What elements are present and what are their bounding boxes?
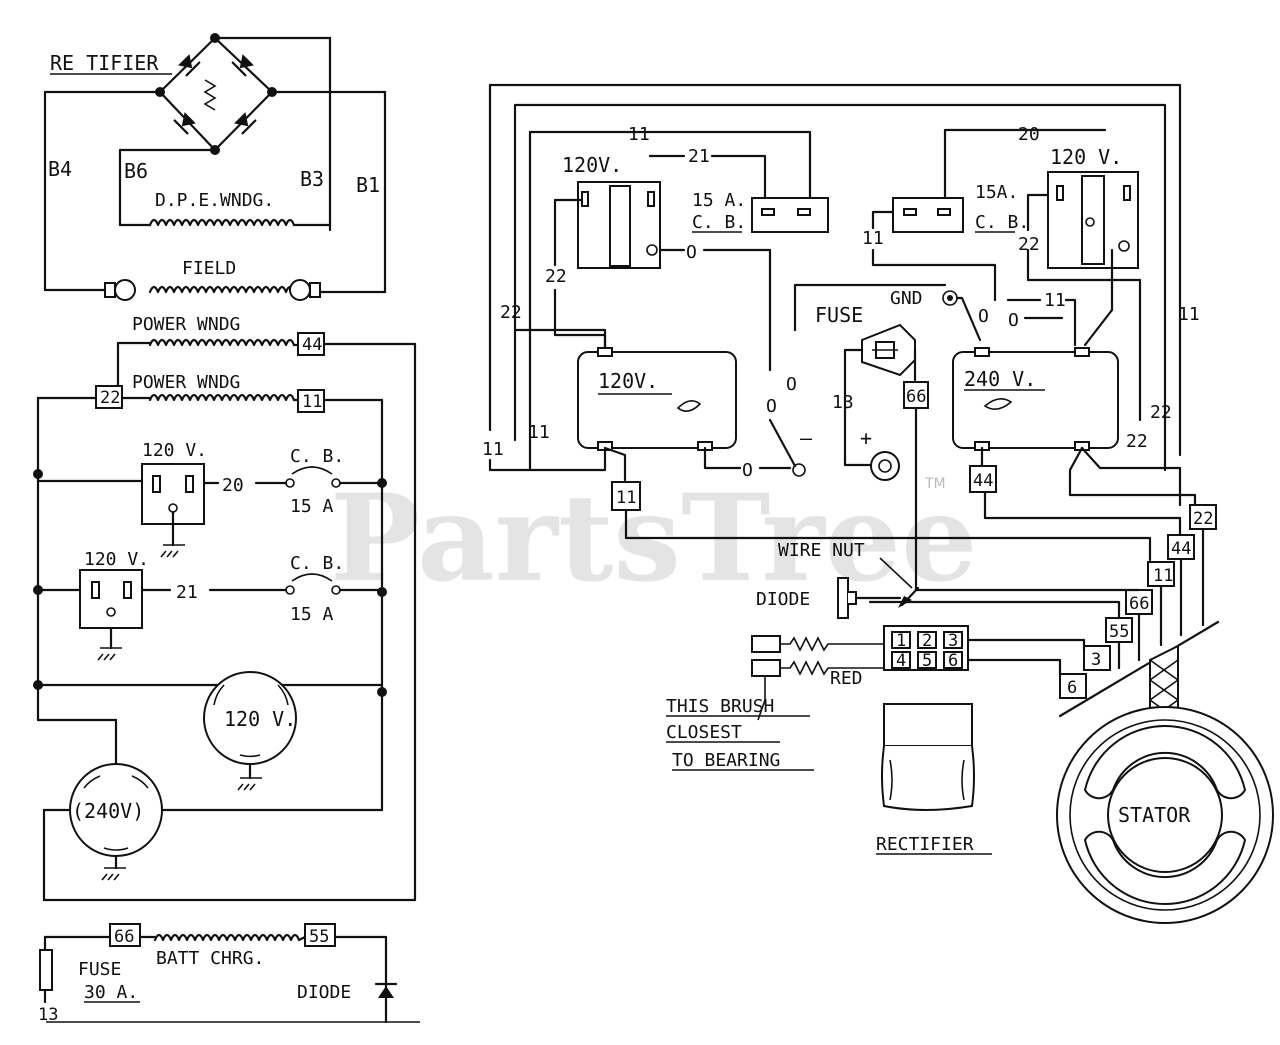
term-5: 5	[922, 651, 932, 671]
wire-11-far-right: 11	[1178, 304, 1200, 325]
dpe-winding-label: D.P.E.WNDG.	[155, 190, 274, 211]
right-cb-rating: 15A.	[975, 182, 1018, 203]
terminal-66: 66	[114, 927, 134, 947]
wire-20: 20	[1018, 124, 1040, 145]
wire-11-a: 11	[482, 439, 504, 460]
cb2-label: C. B.	[290, 553, 344, 574]
fuse-rating: 30 A.	[84, 982, 138, 1003]
b3-label: B3	[300, 167, 324, 191]
right-wiring: 11 21 20 120V. O 22 15 A. C. B. 15A. C. …	[482, 83, 1274, 924]
right-cb-label: C. B.	[975, 212, 1029, 233]
wire-22-left-rcpt: 22	[545, 266, 567, 287]
terminal-22: 22	[100, 388, 120, 408]
gnd-label: GND	[890, 288, 923, 309]
term-1: 1	[896, 631, 906, 651]
twistlock-240-label: (240V)	[72, 799, 144, 823]
lead-tag-44: 44	[1171, 539, 1191, 559]
lead-tag-66: 66	[1129, 594, 1149, 614]
wire-13: 13	[832, 392, 854, 413]
wire-o-5: O	[766, 396, 777, 417]
rectifier-part-label: RECTIFIER	[876, 834, 974, 855]
power-winding-top-label: POWER WNDG	[132, 314, 240, 335]
wire-11-top: 11	[628, 124, 650, 145]
wire-o-1: O	[686, 242, 697, 263]
lead-tag-3: 3	[1091, 650, 1101, 670]
left-cb-label: C. B.	[692, 212, 746, 233]
wire-o-4: O	[786, 374, 797, 395]
wire-22-right-rcpt: 22	[1018, 234, 1040, 255]
lead-tag-6: 6	[1067, 678, 1077, 698]
term-3: 3	[948, 631, 958, 651]
term-6: 6	[948, 651, 958, 671]
brush-note-line3: TO BEARING	[672, 750, 780, 771]
left-schematic: RE TIFIER B4 B6 B3 B1 D.P.E.WNDG. FIELD …	[33, 33, 420, 1025]
cb2-rating: 15 A	[290, 604, 334, 625]
wire-o-2: O	[978, 306, 989, 327]
fuse-tag-66: 66	[906, 387, 926, 407]
field-label: FIELD	[182, 258, 236, 279]
term-2: 2	[922, 631, 932, 651]
wire-o-3: O	[1008, 310, 1019, 331]
wire-11-gnd: 11	[1044, 290, 1066, 311]
panel-tag-44: 44	[973, 471, 993, 491]
wire-22-inner: 22	[500, 302, 522, 323]
receptacle-2-wire: 21	[176, 582, 198, 603]
fuse-label: FUSE	[78, 959, 121, 980]
left-receptacle-label: 120V.	[562, 153, 622, 177]
panel-240v-label: 240 V.	[964, 367, 1036, 391]
stator-label: STATOR	[1118, 803, 1191, 827]
diode-label: DIODE	[297, 982, 351, 1003]
cb1-label: C. B.	[290, 446, 344, 467]
minus-terminal: –	[800, 426, 813, 450]
wire-22-r2: 22	[1126, 431, 1148, 452]
receptacle-2-label: 120 V.	[84, 549, 149, 570]
wire-nut-label: WIRE NUT	[778, 540, 865, 561]
twistlock-120-label: 120 V.	[224, 707, 296, 731]
right-receptacle-label: 120 V.	[1050, 145, 1122, 169]
lead-tag-55: 55	[1109, 622, 1129, 642]
wire-21: 21	[688, 146, 710, 167]
lead-tag-11: 11	[1153, 566, 1173, 586]
fuse-wire-13: 13	[38, 1005, 58, 1025]
wire-11-b: 11	[528, 422, 550, 443]
brush-note-line2: CLOSEST	[666, 722, 742, 743]
rectifier-label: RE TIFIER	[50, 51, 159, 75]
diode-label-right: DIODE	[756, 589, 810, 610]
terminal-44: 44	[302, 335, 322, 355]
left-cb-rating: 15 A.	[692, 190, 746, 211]
b4-label: B4	[48, 157, 72, 181]
wire-11-right-bridge: 11	[862, 228, 884, 249]
battery-charger-label: BATT CHRG.	[156, 948, 264, 969]
panel-120v-label: 120V.	[598, 369, 658, 393]
term-4: 4	[896, 651, 906, 671]
lead-tag-22: 22	[1193, 509, 1213, 529]
brush-note-line1: THIS BRUSH	[666, 696, 774, 717]
terminal-11: 11	[302, 392, 322, 412]
wire-22-r1: 22	[1150, 402, 1172, 423]
b6-label: B6	[124, 159, 148, 183]
b1-label: B1	[356, 173, 380, 197]
power-winding-bottom-label: POWER WNDG	[132, 372, 240, 393]
receptacle-1-wire: 20	[222, 475, 244, 496]
red-wire-label: RED	[830, 668, 863, 689]
watermark-tm: TM	[924, 476, 946, 492]
rectifier-bridge	[43, 33, 387, 294]
plus-terminal: +	[860, 426, 872, 450]
terminal-55: 55	[309, 927, 329, 947]
fuse-holder-label: FUSE	[815, 303, 863, 327]
panel-tag-11: 11	[616, 488, 636, 508]
wire-o-6: O	[742, 460, 753, 481]
cb1-rating: 15 A	[290, 496, 334, 517]
receptacle-1-label: 120 V.	[142, 440, 207, 461]
